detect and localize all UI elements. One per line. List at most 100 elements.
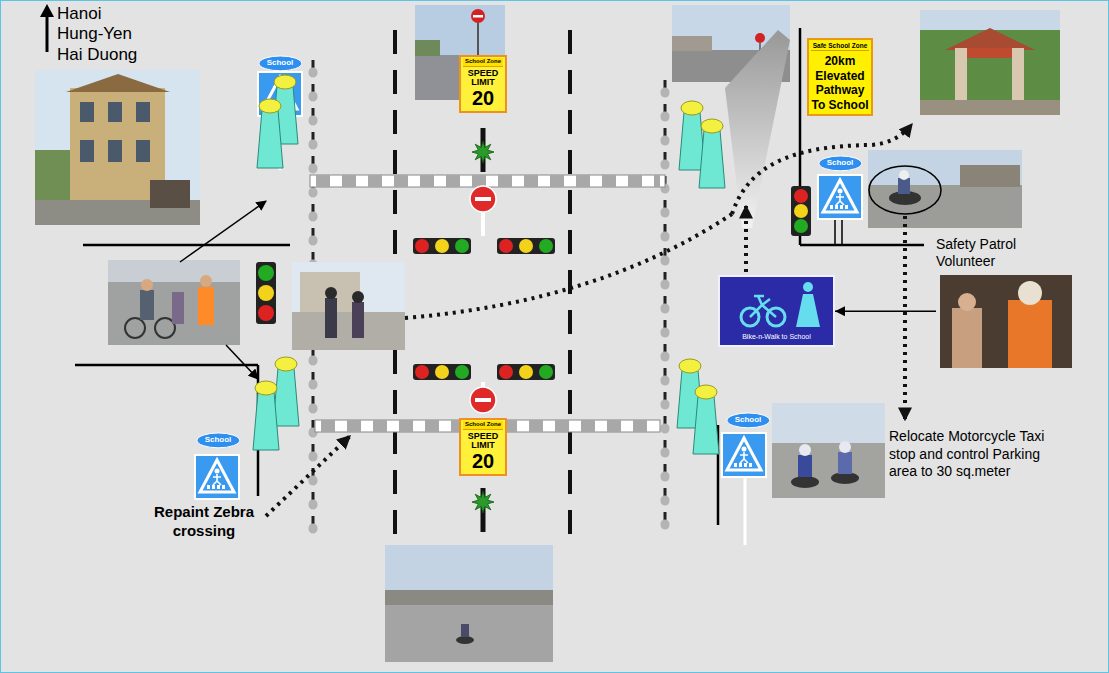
photo xyxy=(920,10,1060,115)
traffic-light xyxy=(415,239,429,253)
bike-walk-icon xyxy=(750,296,776,317)
photo xyxy=(471,9,485,23)
road-line xyxy=(834,219,836,245)
photo xyxy=(755,33,765,43)
school-zone-sign: Safe School Zone20km Elevated Pathway To… xyxy=(807,38,873,116)
photo xyxy=(473,15,483,18)
sign-text: 20 xyxy=(463,451,503,472)
sign-heading: School Zone xyxy=(463,58,503,67)
traffic-light xyxy=(455,365,469,379)
zebra-crossing xyxy=(316,175,660,187)
pointer-arrow xyxy=(226,345,258,379)
traffic-light xyxy=(519,239,533,253)
sign-text: 20 xyxy=(463,88,503,109)
badge-outline xyxy=(259,56,302,71)
photo xyxy=(899,170,909,180)
pathway-ramp xyxy=(725,30,790,228)
traffic-light xyxy=(258,305,274,321)
sign-heading: School xyxy=(205,436,232,445)
school-badge: School xyxy=(259,56,302,71)
traffic-light xyxy=(415,365,429,379)
photo xyxy=(292,262,405,350)
traffic-light xyxy=(455,239,469,253)
photo xyxy=(325,298,337,338)
photo xyxy=(352,291,364,303)
badge-outline xyxy=(819,156,862,171)
zebra-crossing xyxy=(310,175,665,187)
photo xyxy=(108,102,122,122)
photo xyxy=(385,545,553,605)
photo xyxy=(1018,281,1042,305)
pointer-arrow xyxy=(180,201,266,379)
traffic-light xyxy=(791,186,811,236)
photo xyxy=(868,150,1022,228)
school-badge: School xyxy=(819,156,862,171)
crossing-sign xyxy=(818,175,862,219)
photo xyxy=(477,23,479,56)
photo xyxy=(172,292,184,324)
bike-walk-sign: Bike-n-Walk to School xyxy=(718,275,835,347)
traffic-light xyxy=(435,365,449,379)
road-line xyxy=(83,244,290,247)
photo xyxy=(150,180,190,208)
photo xyxy=(772,443,885,498)
median-sign xyxy=(472,141,494,163)
lane-line xyxy=(395,30,570,535)
median-sign xyxy=(470,387,496,413)
photo xyxy=(415,5,505,55)
road-edge xyxy=(664,80,667,530)
photo xyxy=(672,36,712,51)
dotted-arrow xyxy=(266,124,912,516)
photo xyxy=(461,624,469,637)
traffic-light xyxy=(539,365,553,379)
photo xyxy=(456,636,474,644)
median-sign xyxy=(472,491,494,513)
photo xyxy=(1012,48,1024,105)
speed-limit-sign: School ZoneSPEED LIMIT20 xyxy=(459,55,507,113)
badge-outline xyxy=(197,433,240,448)
dotted-arrow xyxy=(903,216,907,420)
median-sign xyxy=(481,213,485,236)
median-sign xyxy=(475,197,491,201)
photo-callout: Safety Patrol Volunteer xyxy=(936,236,1076,368)
photo xyxy=(141,279,153,291)
photo xyxy=(955,48,967,105)
dotted-arrow xyxy=(732,124,912,214)
traffic-light xyxy=(519,365,533,379)
patrol-figure xyxy=(693,385,719,454)
traffic-light xyxy=(413,364,471,380)
traffic-light xyxy=(499,239,513,253)
note-label: Repaint Zebra crossing xyxy=(148,503,260,541)
median-sign xyxy=(475,398,491,402)
photo xyxy=(791,476,819,488)
photo xyxy=(940,275,1072,368)
traffic-light xyxy=(499,365,513,379)
photo xyxy=(35,70,200,225)
traffic-light xyxy=(497,364,555,380)
traffic-light xyxy=(794,219,808,233)
school-badge: School xyxy=(197,433,240,448)
direction-label: Hanoi Hung-Yen Hai Duong xyxy=(57,4,149,65)
crossing-sign xyxy=(722,433,766,477)
photo xyxy=(945,28,1035,50)
photo xyxy=(35,70,200,225)
photo xyxy=(385,605,553,662)
traffic-light xyxy=(794,189,808,203)
photo xyxy=(772,403,885,443)
photo xyxy=(920,100,1060,115)
north-arrow xyxy=(46,14,49,52)
photo xyxy=(200,275,212,287)
photo xyxy=(80,140,94,162)
photo xyxy=(868,185,1022,228)
road-line xyxy=(75,28,924,525)
lane-line xyxy=(568,30,572,535)
dotted-arrow xyxy=(266,436,350,516)
traffic-light xyxy=(794,204,808,218)
bike-walk-icon xyxy=(803,282,813,292)
median-sign xyxy=(470,186,496,212)
traffic-light xyxy=(435,239,449,253)
photo xyxy=(108,260,240,345)
